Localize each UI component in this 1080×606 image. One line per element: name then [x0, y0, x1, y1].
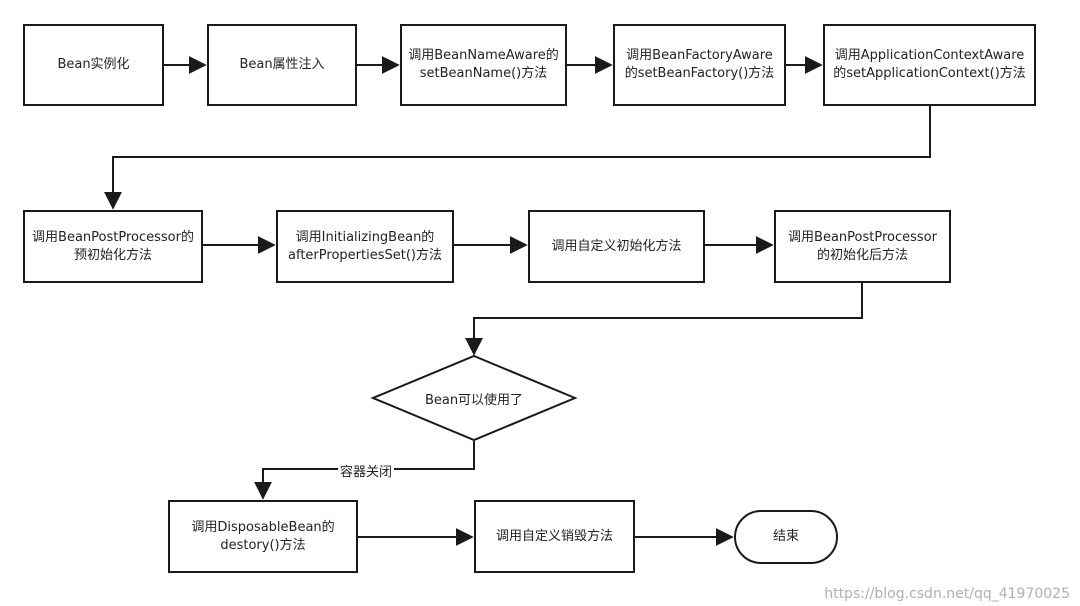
node-label: 调用BeanPostProcessor的初始化后方法	[788, 229, 937, 263]
edge-n9-n10	[465, 283, 863, 356]
node-label: Bean实例化	[57, 57, 130, 72]
node-label: 调用BeanNameAware的setBeanName()方法	[408, 48, 559, 81]
edge-n5-n6	[104, 105, 931, 210]
edge-label-container-close: 容器关闭	[338, 461, 395, 480]
node-bean-property-inject: Bean属性注入	[207, 24, 357, 106]
decision-label: Bean可以使用了	[424, 393, 524, 408]
node-initializingbean: 调用InitializingBean的afterPropertiesSet()方…	[276, 210, 454, 283]
node-beannameaware: 调用BeanNameAware的setBeanName()方法	[400, 24, 567, 106]
node-custom-destroy: 调用自定义销毁方法	[474, 500, 635, 573]
decision-diamond	[370, 354, 578, 442]
node-label: 结束	[772, 529, 799, 544]
node-applicationcontextaware: 调用ApplicationContextAware的setApplication…	[823, 24, 1036, 106]
node-label: Bean属性注入	[239, 57, 325, 72]
node-bpp-before-init: 调用BeanPostProcessor的预初始化方法	[23, 210, 203, 283]
node-disposablebean: 调用DisposableBean的destory()方法	[168, 500, 358, 573]
node-label: 调用自定义初始化方法	[551, 238, 682, 254]
node-label: 调用BeanPostProcessor的预初始化方法	[32, 229, 194, 263]
node-end: 结束	[734, 510, 838, 564]
node-bpp-after-init: 调用BeanPostProcessor的初始化后方法	[774, 210, 951, 283]
node-beanfactoryaware: 调用BeanFactoryAware的setBeanFactory()方法	[613, 24, 786, 106]
node-label: 调用自定义销毁方法	[495, 528, 613, 544]
watermark: https://blog.csdn.net/qq_41970025	[824, 586, 1070, 602]
node-bean-instantiate: Bean实例化	[23, 24, 164, 106]
node-label: 调用InitializingBean的afterPropertiesSet()方…	[288, 229, 442, 263]
node-label: 调用DisposableBean的destory()方法	[191, 519, 335, 553]
node-label: 调用ApplicationContextAware的setApplication…	[833, 48, 1026, 81]
node-label: 调用BeanFactoryAware的setBeanFactory()方法	[624, 48, 775, 81]
node-custom-init: 调用自定义初始化方法	[528, 210, 705, 283]
